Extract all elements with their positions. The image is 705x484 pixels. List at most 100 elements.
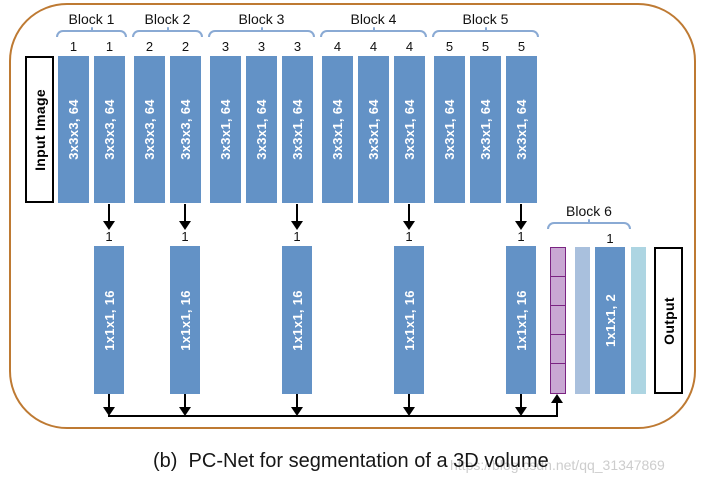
stride-label: 2 bbox=[145, 39, 154, 54]
input-image-label: Input Image bbox=[31, 88, 48, 171]
down-arrow bbox=[520, 204, 522, 223]
bus-line-horizontal bbox=[108, 415, 558, 417]
conv-bar: 3x3x1, 64 bbox=[506, 56, 537, 203]
conv-bar-label: 3x3x1, 64 bbox=[442, 99, 458, 160]
feature-stack-segment bbox=[550, 276, 566, 307]
conv-bar: 3x3x1, 64 bbox=[246, 56, 277, 203]
stride-label: 2 bbox=[181, 39, 190, 54]
stride-label: 3 bbox=[221, 39, 230, 54]
stride-label: 5 bbox=[517, 39, 526, 54]
figure-caption: (b) PC-Net for segmentation of a 3D volu… bbox=[153, 450, 549, 472]
final-conv-bar: 1x1x1, 2 bbox=[595, 247, 625, 394]
output-box: Output bbox=[654, 247, 683, 394]
bus-line-vertical bbox=[556, 400, 558, 417]
conv-bar-label: 3x3x1, 64 bbox=[290, 99, 306, 160]
branch-stride-label: 1 bbox=[405, 229, 413, 244]
feature-stack-segment bbox=[550, 363, 566, 394]
down-arrow bbox=[296, 394, 298, 409]
conv-bar-label: 3x3x1, 64 bbox=[402, 99, 418, 160]
csdn-watermark: https://blog.csdn.net/qq_31347869 bbox=[450, 457, 665, 473]
branch-stride-label: 1 bbox=[105, 229, 113, 244]
concat-feature-stack bbox=[550, 247, 566, 394]
branch-conv-label: 1x1x1, 16 bbox=[513, 289, 529, 351]
block-5-brace bbox=[432, 30, 539, 37]
conv-bar: 3x3x1, 64 bbox=[210, 56, 241, 203]
conv-bar: 3x3x1, 64 bbox=[358, 56, 389, 203]
conv-bar: 3x3x1, 64 bbox=[434, 56, 465, 203]
stride-label: 1 bbox=[105, 39, 114, 54]
input-image-box: Input Image bbox=[25, 56, 54, 203]
stride-label: 5 bbox=[445, 39, 454, 54]
block-1-brace bbox=[56, 30, 127, 37]
conv-bar: 3x3x3, 64 bbox=[94, 56, 125, 203]
conv-bar-label: 3x3x3, 64 bbox=[142, 99, 158, 160]
branch-conv-bar: 1x1x1, 16 bbox=[506, 246, 536, 394]
conv-bar: 3x3x3, 64 bbox=[134, 56, 165, 203]
branch-conv-label: 1x1x1, 16 bbox=[177, 289, 193, 351]
down-arrow-head bbox=[103, 407, 115, 416]
conv-bar-label: 3x3x3, 64 bbox=[178, 99, 194, 160]
branch-conv-label: 1x1x1, 16 bbox=[401, 289, 417, 351]
final-conv-label: 1x1x1, 2 bbox=[602, 293, 618, 348]
down-arrow bbox=[108, 204, 110, 223]
stride-label: 3 bbox=[293, 39, 302, 54]
branch-conv-bar: 1x1x1, 16 bbox=[282, 246, 312, 394]
feature-stack-segment bbox=[550, 305, 566, 336]
conv-bar-label: 3x3x1, 64 bbox=[514, 99, 530, 160]
stride-label: 1 bbox=[69, 39, 78, 54]
block-4-label: Block 4 bbox=[350, 11, 397, 27]
down-arrow-head bbox=[403, 407, 415, 416]
stride-label: 4 bbox=[405, 39, 414, 54]
block-3-brace bbox=[208, 30, 315, 37]
conv-bar-label: 3x3x1, 64 bbox=[478, 99, 494, 160]
block-5-label: Block 5 bbox=[462, 11, 509, 27]
softmax-bar bbox=[631, 247, 646, 394]
down-arrow bbox=[184, 204, 186, 223]
conv-bar-label: 3x3x3, 64 bbox=[66, 99, 82, 160]
down-arrow bbox=[108, 394, 110, 409]
conv-bar: 3x3x1, 64 bbox=[470, 56, 501, 203]
conv-bar-label: 3x3x3, 64 bbox=[102, 99, 118, 160]
branch-stride-label: 1 bbox=[181, 229, 189, 244]
conv-bar: 3x3x1, 64 bbox=[282, 56, 313, 203]
conv-bar-label: 3x3x1, 64 bbox=[330, 99, 346, 160]
down-arrow-head bbox=[103, 221, 115, 230]
down-arrow-head bbox=[179, 221, 191, 230]
stride-label: 4 bbox=[369, 39, 378, 54]
branch-conv-label: 1x1x1, 16 bbox=[289, 289, 305, 351]
down-arrow bbox=[184, 394, 186, 409]
down-arrow bbox=[408, 204, 410, 223]
block-2-label: Block 2 bbox=[144, 11, 191, 27]
block6-stride-label: 1 bbox=[606, 231, 614, 246]
block-6-label: Block 6 bbox=[566, 203, 612, 219]
conv-bar: 3x3x1, 64 bbox=[322, 56, 353, 203]
down-arrow-head bbox=[403, 221, 415, 230]
conv-bar: 3x3x3, 64 bbox=[58, 56, 89, 203]
branch-conv-bar: 1x1x1, 16 bbox=[394, 246, 424, 394]
conv-bar-label: 3x3x1, 64 bbox=[218, 99, 234, 160]
down-arrow-head bbox=[515, 221, 527, 230]
up-arrow-head bbox=[551, 394, 563, 403]
conv-bar-label: 3x3x1, 64 bbox=[254, 99, 270, 160]
down-arrow-head bbox=[515, 407, 527, 416]
down-arrow-head bbox=[291, 221, 303, 230]
feature-map-bar bbox=[575, 247, 590, 394]
conv-bar-label: 3x3x1, 64 bbox=[366, 99, 382, 160]
stride-label: 3 bbox=[257, 39, 266, 54]
conv-bar: 3x3x1, 64 bbox=[394, 56, 425, 203]
output-label: Output bbox=[660, 296, 677, 345]
block-1-label: Block 1 bbox=[68, 11, 115, 27]
down-arrow bbox=[296, 204, 298, 223]
down-arrow bbox=[408, 394, 410, 409]
block-2-brace bbox=[132, 30, 203, 37]
stride-label: 5 bbox=[481, 39, 490, 54]
stride-label: 4 bbox=[333, 39, 342, 54]
branch-stride-label: 1 bbox=[517, 229, 525, 244]
block-6-brace bbox=[547, 222, 631, 229]
branch-conv-bar: 1x1x1, 16 bbox=[170, 246, 200, 394]
feature-stack-segment bbox=[550, 247, 566, 278]
block-3-label: Block 3 bbox=[238, 11, 285, 27]
branch-stride-label: 1 bbox=[293, 229, 301, 244]
diagram-frame bbox=[9, 3, 696, 429]
branch-conv-label: 1x1x1, 16 bbox=[101, 289, 117, 351]
